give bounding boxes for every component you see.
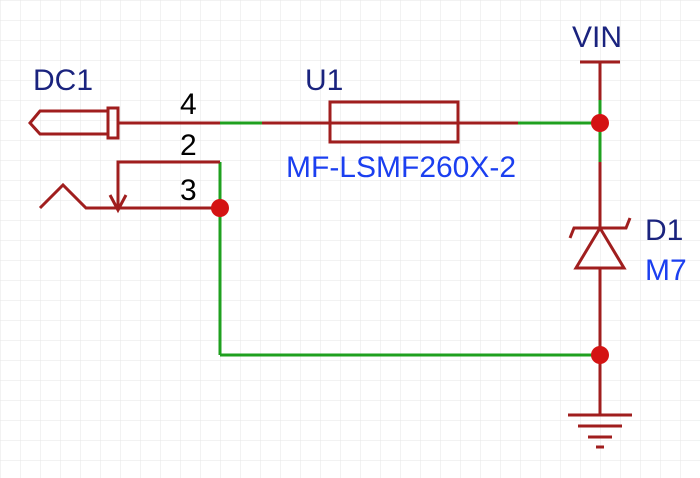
components bbox=[28, 60, 632, 449]
junction-vin[interactable] bbox=[591, 114, 609, 132]
u1-fuse[interactable] bbox=[262, 100, 518, 144]
vin-label: VIN bbox=[572, 21, 622, 54]
dc1-jack[interactable] bbox=[28, 106, 220, 214]
dc1-pin3-label: 3 bbox=[180, 174, 197, 207]
u1-ref-label: U1 bbox=[305, 64, 343, 97]
u1-value-label: MF-LSMF260X-2 bbox=[286, 151, 516, 184]
vin-flag[interactable] bbox=[580, 60, 620, 100]
d1-zener[interactable] bbox=[568, 162, 632, 355]
junction-gnd[interactable] bbox=[591, 346, 609, 364]
dc1-ref-label: DC1 bbox=[33, 64, 93, 97]
junction-dc1-pin3[interactable] bbox=[211, 199, 229, 217]
dc1-pin3-lead bbox=[38, 182, 220, 210]
d1-value-label: M7 bbox=[645, 254, 687, 287]
dc1-pin4-label: 4 bbox=[180, 88, 197, 121]
dc1-plug-tip bbox=[28, 109, 108, 136]
dc1-pin2-lead bbox=[116, 160, 220, 210]
dc1-pin2-label: 2 bbox=[180, 129, 197, 162]
ground-icon[interactable] bbox=[568, 355, 632, 449]
d1-ref-label: D1 bbox=[645, 214, 683, 247]
dc1-spring-arrow bbox=[108, 194, 128, 214]
junctions bbox=[211, 114, 609, 364]
